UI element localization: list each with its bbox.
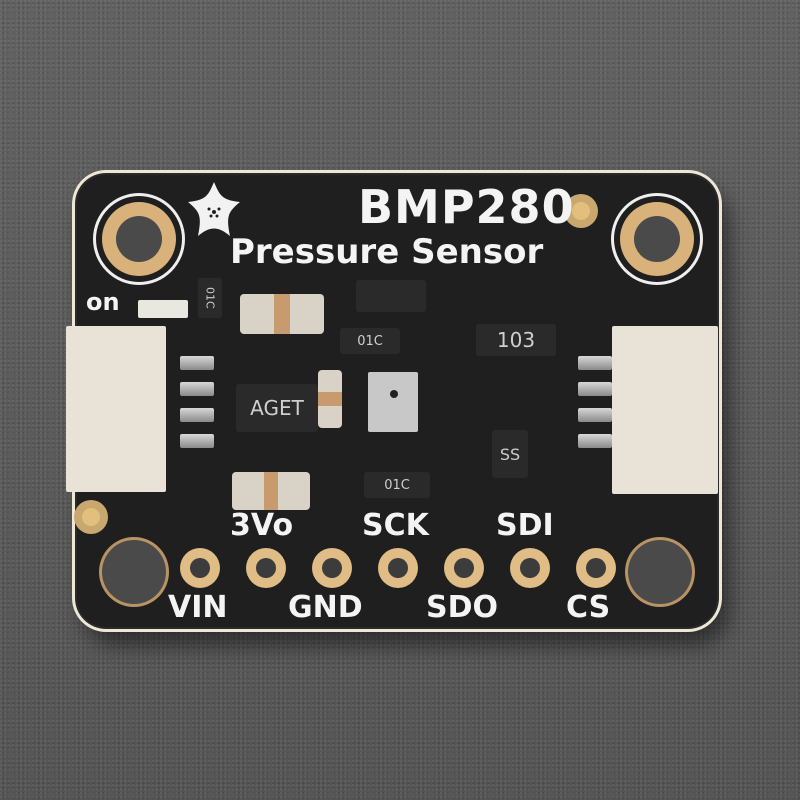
adafruit-flower-icon bbox=[188, 182, 240, 236]
bmp280-sensor bbox=[368, 372, 418, 432]
pin-label-cs: CS bbox=[566, 590, 611, 625]
pin-vin bbox=[180, 548, 220, 588]
connector-lead bbox=[180, 382, 214, 396]
mounting-hole-top-left bbox=[102, 202, 176, 276]
board-title: BMP280 bbox=[358, 180, 575, 234]
power-led bbox=[138, 300, 188, 318]
pin-sdi bbox=[510, 548, 550, 588]
mounting-hole-bottom-left bbox=[102, 540, 166, 604]
pin-cs bbox=[576, 548, 616, 588]
led-label: on bbox=[86, 288, 120, 316]
pin-gnd bbox=[312, 548, 352, 588]
mounting-hole-top-right bbox=[620, 202, 694, 276]
left-stemma-qt-connector bbox=[66, 326, 166, 492]
pin-sck bbox=[378, 548, 418, 588]
pin-label-sdo: SDO bbox=[426, 590, 499, 625]
fiducial-bottom-left bbox=[74, 500, 108, 534]
connector-lead bbox=[578, 382, 612, 396]
capacitor-vertical bbox=[318, 370, 342, 428]
capacitor-bottom bbox=[232, 472, 310, 510]
diode bbox=[356, 280, 426, 312]
regulator-marking: AGET bbox=[236, 384, 318, 432]
board-subtitle: Pressure Sensor bbox=[230, 232, 544, 272]
connector-lead bbox=[578, 408, 612, 422]
resistor-network-marking: 103 bbox=[476, 324, 556, 356]
connector-lead bbox=[180, 434, 214, 448]
pcb-board: BMP280 Pressure Sensor on 01C 01C AGET 1… bbox=[66, 170, 722, 632]
connector-lead bbox=[578, 434, 612, 448]
right-stemma-qt-connector bbox=[612, 326, 718, 494]
pin-label-vin: VIN bbox=[168, 590, 228, 625]
pin-label-sdi: SDI bbox=[496, 508, 554, 543]
pin-label-3vo: 3Vo bbox=[230, 508, 294, 543]
pin-3vo bbox=[246, 548, 286, 588]
pin-sdo bbox=[444, 548, 484, 588]
level-shifter-marking: SS bbox=[492, 430, 528, 478]
mounting-hole-bottom-right bbox=[628, 540, 692, 604]
capacitor-top bbox=[240, 294, 324, 334]
resistor-marking-1: 01C bbox=[198, 278, 222, 318]
pin-label-sck: SCK bbox=[362, 508, 429, 543]
connector-lead bbox=[180, 408, 214, 422]
connector-lead bbox=[578, 356, 612, 370]
pin-label-gnd: GND bbox=[288, 590, 363, 625]
resistor-marking-2: 01C bbox=[340, 328, 400, 354]
fiducial-top-right bbox=[564, 194, 598, 228]
connector-lead bbox=[180, 356, 214, 370]
sensor-vent-hole bbox=[390, 390, 398, 398]
resistor-marking-3: 01C bbox=[364, 472, 430, 498]
